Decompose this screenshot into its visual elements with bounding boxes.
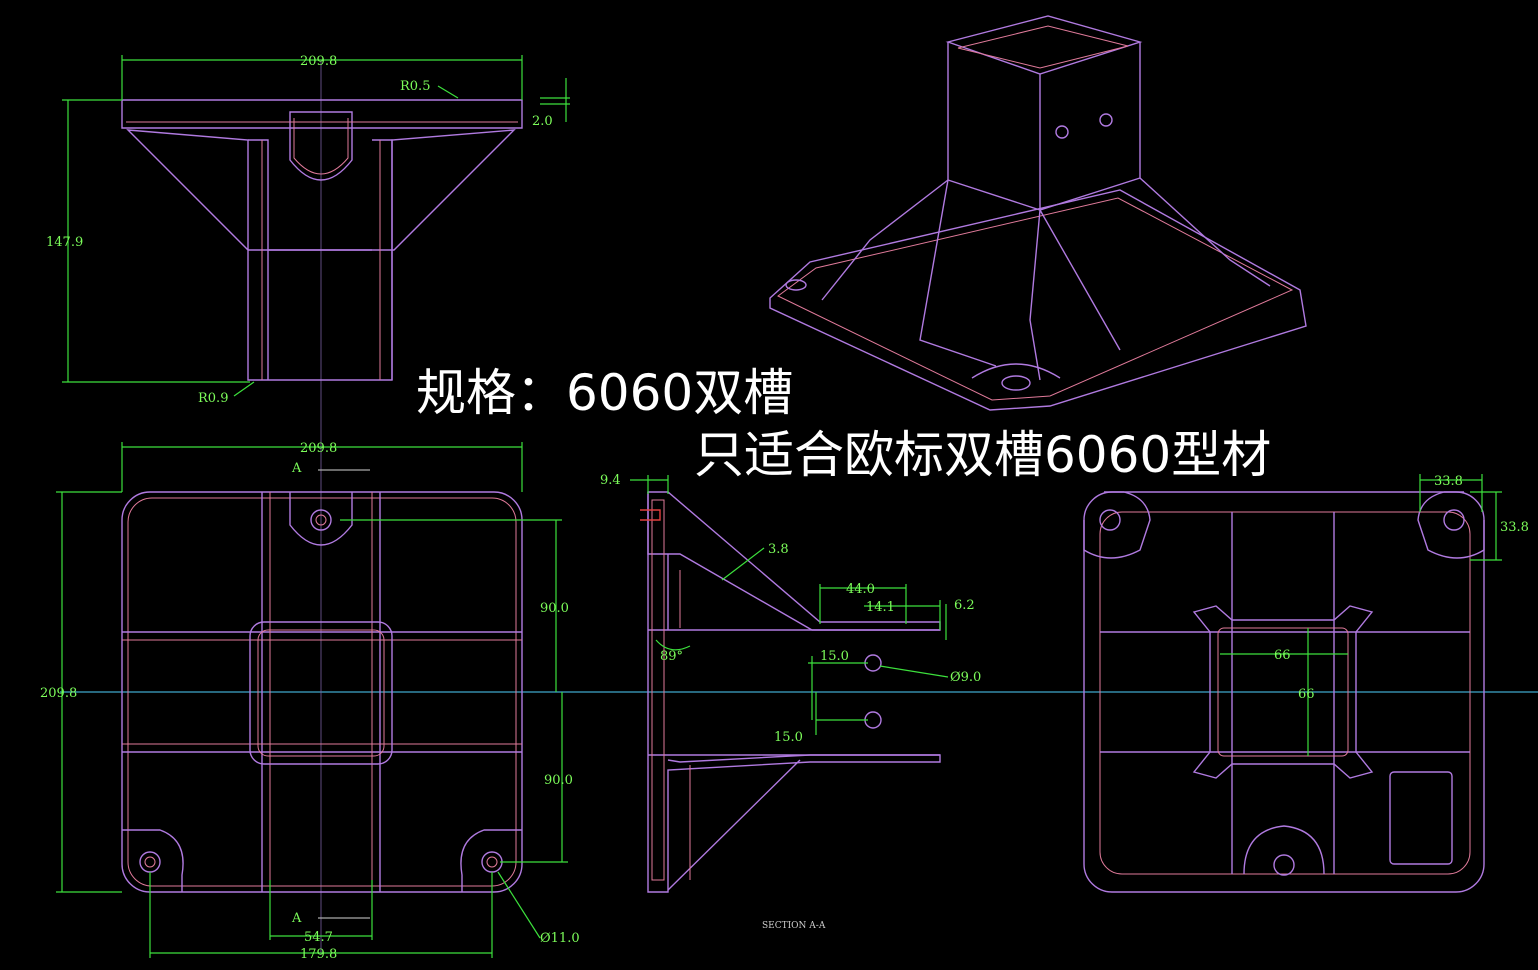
section-view [640, 491, 941, 893]
top-half-upper-label: 90.0 [540, 601, 569, 616]
front-thickness-label: 2.0 [532, 114, 553, 129]
front-radius-top-label: R0.5 [400, 79, 430, 94]
bottom-view [1083, 491, 1485, 893]
section-mark-top: A [291, 461, 302, 476]
top-view [121, 491, 523, 893]
caption-line1: 规格：6060双槽 [416, 364, 793, 422]
top-hole-spacing-label: 179.8 [300, 947, 337, 962]
top-view-dimensions: 209.8 A 209.8 90.0 90.0 A 54.7 179.8 Ø11… [40, 441, 580, 962]
front-radius-bottom-label: R0.9 [198, 391, 228, 406]
front-view-dimensions: 209.8 147.9 R0.5 2.0 R0.9 [46, 54, 570, 406]
bottom-square-w-label: 66 [1274, 648, 1291, 663]
section-lip-label: 6.2 [954, 598, 975, 613]
front-height-label: 147.9 [46, 235, 83, 250]
isometric-view [769, 15, 1307, 411]
section-wall-label: 3.8 [768, 542, 789, 557]
section-hole-dia-label: Ø9.0 [950, 670, 981, 685]
bottom-view-dimensions: 33.8 33.8 66 66 [1220, 474, 1529, 756]
top-width-label: 209.8 [300, 441, 337, 456]
top-half-lower-label: 90.0 [544, 773, 573, 788]
section-mark-bottom: A [291, 911, 302, 926]
section-title-label: SECTION A-A [762, 921, 826, 931]
section-socket-depth-label: 44.0 [846, 582, 875, 597]
front-view [121, 99, 523, 381]
section-offset-label: 14.1 [866, 600, 895, 615]
top-height-label: 209.8 [40, 686, 77, 701]
section-view-dimensions: 9.4 3.8 44.0 14.1 6.2 89° 15.0 15.0 Ø9.0… [600, 473, 981, 931]
section-angle-label: 89° [660, 649, 683, 664]
bottom-corner-h-label: 33.8 [1500, 520, 1529, 535]
bottom-corner-w-label: 33.8 [1434, 474, 1463, 489]
top-slot-width-label: 54.7 [304, 930, 333, 945]
front-width-label: 209.8 [300, 54, 337, 69]
top-hole-dia-label: Ø11.0 [540, 931, 580, 946]
section-pitch-b-label: 15.0 [774, 730, 803, 745]
bottom-square-h-label: 66 [1298, 687, 1315, 702]
section-pitch-a-label: 15.0 [820, 649, 849, 664]
caption-line2: 只适合欧标双槽6060型材 [694, 426, 1271, 484]
section-wall-top-label: 9.4 [600, 473, 621, 488]
